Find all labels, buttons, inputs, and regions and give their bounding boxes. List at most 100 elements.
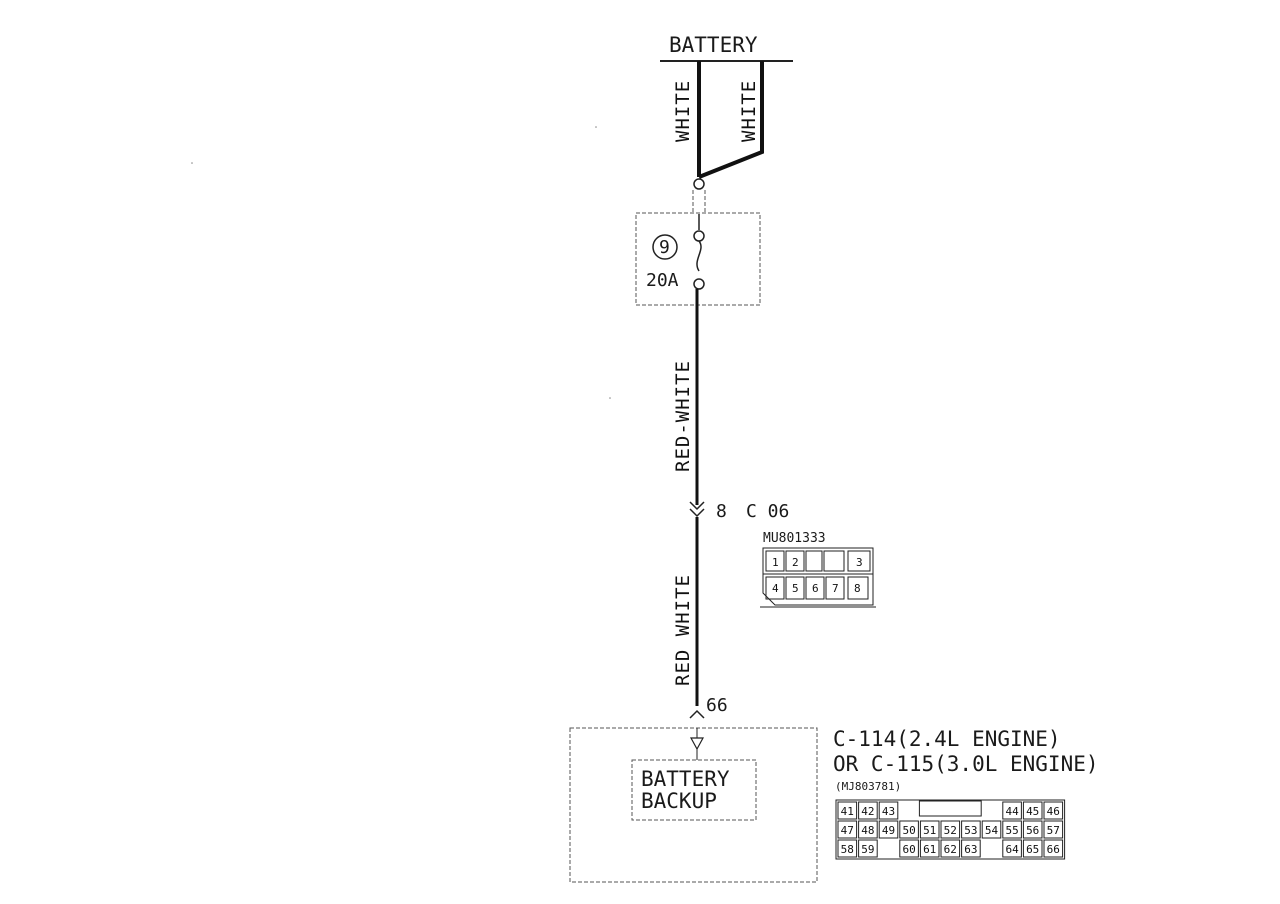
ecu-pin-cell	[858, 839, 878, 858]
ecu-pin-cell	[837, 839, 858, 858]
fuse-terminal-top	[693, 230, 705, 242]
ecu-pin-label: 45	[1026, 805, 1039, 818]
c06-pin-label: 3	[856, 556, 863, 569]
ecu-pin-label: 65	[1026, 843, 1039, 856]
ecu-pin-cell	[878, 820, 899, 839]
ecu-pin-label: 56	[1026, 824, 1039, 837]
c06-pin-label: 4	[772, 582, 779, 595]
c06-cell	[825, 576, 845, 600]
ecu-pin-chevron-icon	[689, 709, 705, 719]
c06-cell	[765, 550, 785, 572]
ecu-pin-cell	[858, 820, 878, 839]
ecu-pin-cell	[940, 839, 961, 858]
ecu-pin-cell	[837, 801, 858, 820]
ecu-pin-cell	[837, 820, 858, 839]
ecu-pin-label: 61	[923, 843, 936, 856]
ecu-pin-label: 44	[1005, 805, 1019, 818]
c06-pin-label: 2	[792, 556, 799, 569]
fuse-element-icon	[696, 240, 702, 272]
ecu-pin-cell	[1002, 820, 1022, 839]
battery-label: BATTERY	[669, 33, 758, 57]
ecu-pin-label: 66	[1047, 843, 1060, 856]
connector-c06-outline	[762, 547, 874, 606]
ecu-pin-cell	[919, 839, 940, 858]
ecu-connector-outline	[835, 799, 1066, 860]
ecu-module: BATTERY BACKUP	[569, 727, 818, 883]
fuse-block: 9 20A	[635, 212, 761, 306]
ecu-pin-label: 47	[841, 824, 854, 837]
ecu-pin-label: 60	[902, 843, 915, 856]
ecu-pin-cell	[961, 820, 981, 839]
ecu-pin-cell	[981, 820, 1002, 839]
ecu-pin-cell	[1043, 820, 1064, 839]
ecu-pin-label: 63	[964, 843, 977, 856]
wire-label-red-white-upper: RED-WHITE	[672, 360, 694, 472]
c06-cell	[765, 576, 785, 600]
wire-label-red-white-lower: RED WHITE	[672, 574, 694, 686]
ecu-pin-cell	[1002, 801, 1022, 820]
splice-terminal	[693, 178, 705, 190]
ecu-pin-cell	[1043, 801, 1064, 820]
c06-pin-label: 6	[812, 582, 819, 595]
ecu-pin-label: 53	[964, 824, 977, 837]
fuse-terminal-bottom	[693, 278, 705, 290]
connector-c06-pin: 8	[716, 501, 727, 522]
ecu-pin-cell	[899, 820, 919, 839]
c06-cell	[847, 576, 869, 600]
ecu-pin-cell	[1022, 820, 1043, 839]
ecu-connector-line2: OR C-115(3.0L ENGINE)	[833, 752, 1099, 776]
ecu-pin-label: 54	[985, 824, 999, 837]
battery-white-wires	[697, 61, 764, 179]
ecu-connector-key	[918, 800, 982, 817]
scan-speck	[609, 397, 611, 399]
c06-cell	[823, 550, 845, 572]
ecu-pin-cell	[878, 801, 899, 820]
ecu-connector-part-number: (MJ803781)	[835, 780, 901, 793]
wire-label-white-right: WHITE	[738, 80, 760, 142]
c06-pin-label: 5	[792, 582, 799, 595]
battery-backup-line1: BATTERY	[641, 767, 730, 791]
white-wire-right	[698, 61, 764, 179]
ecu-connector-line1: C-114(2.4L ENGINE)	[833, 727, 1061, 751]
wire-label-white-left: WHITE	[672, 80, 694, 142]
ecu-pin-label: 41	[841, 805, 854, 818]
connector-c06-part-number: MU801333	[763, 531, 826, 546]
fuse-number-circle	[652, 234, 678, 260]
battery-bus: BATTERY	[660, 33, 793, 62]
c06-cell	[805, 576, 825, 600]
ecu-pin-label: 48	[861, 824, 874, 837]
connector-chevron-icon	[689, 508, 705, 518]
connector-c06-symbol: 8 C 06	[689, 501, 789, 522]
ecu-pin-cell	[919, 820, 940, 839]
ecu-pin-label: 46	[1047, 805, 1060, 818]
fuse-rating: 20A	[646, 270, 679, 291]
ecu-pin-cell	[1022, 839, 1043, 858]
c06-cell	[785, 550, 805, 572]
c06-pin-label: 7	[832, 582, 839, 595]
ecu-pin-cell	[899, 839, 919, 858]
ecu-pin-label: 49	[882, 824, 895, 837]
fuse-number: 9	[659, 237, 670, 258]
ecu-pin-label: 59	[861, 843, 874, 856]
ecu-pin-label: 50	[902, 824, 915, 837]
ecu-pin-cell	[961, 839, 981, 858]
ecu-pin-number: 66	[706, 695, 728, 716]
ecu-pin-label: 62	[944, 843, 957, 856]
ecu-input-triangle-icon	[689, 737, 705, 751]
ecu-pin-cell	[1022, 801, 1043, 820]
ecu-pin-cell	[1002, 839, 1022, 858]
ecu-pin-label: 43	[882, 805, 895, 818]
connector-chevron-icon	[689, 501, 705, 511]
c06-cell	[785, 576, 805, 600]
c06-pin-label: 8	[854, 582, 861, 595]
ecu-pin-cell	[858, 801, 878, 820]
ecu-pin-cell	[940, 820, 961, 839]
ecu-pin-label: 52	[944, 824, 957, 837]
battery-backup-line2: BACKUP	[641, 789, 717, 813]
ecu-pin-label: 58	[841, 843, 854, 856]
battery-backup-box	[631, 759, 757, 821]
ecu-pin-label: 57	[1047, 824, 1060, 837]
connector-c06-id: C 06	[746, 501, 789, 522]
connector-c06-face: MU801333 1 2 3 4 5 6 7 8	[760, 531, 876, 608]
